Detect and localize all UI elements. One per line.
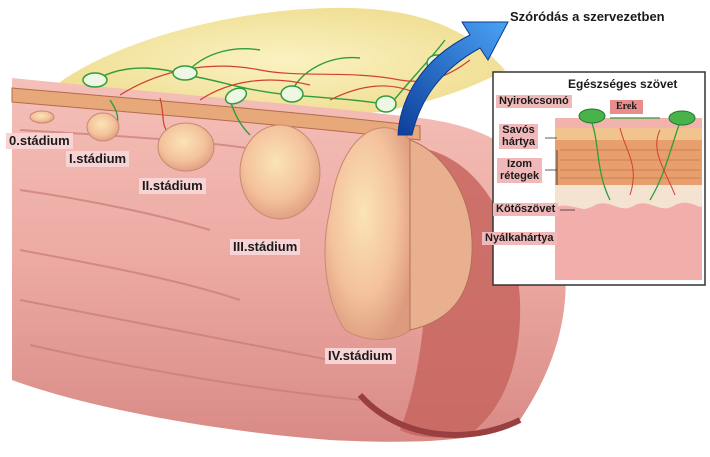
stage-3-label: III.stádium [230, 239, 300, 255]
tumor-stage-2 [158, 123, 214, 171]
muscle-line-1: Izom [507, 158, 532, 170]
vessels-label: Erek [610, 100, 643, 114]
muscle-line-2: rétegek [500, 170, 539, 182]
stage-4-label: IV.stádium [325, 348, 396, 364]
inset-title: Egészséges szövet [568, 78, 677, 90]
mucosa-label: Nyálkahártya [482, 232, 557, 245]
muscle-label: Izom rétegek [497, 158, 542, 183]
serosa-line-1: Savós [502, 124, 534, 136]
tumor-stage-3 [240, 125, 320, 219]
stage-2-label: II.stádium [139, 178, 206, 194]
serosa-label: Savós hártya [499, 124, 538, 149]
lymph-node-label: Nyirokcsomó [496, 95, 572, 108]
spread-label: Szóródás a szervezetben [510, 10, 665, 23]
tumor-stage-0 [30, 111, 54, 123]
connective-tissue-label: Kötőszövet [493, 203, 558, 216]
serosa-line-2: hártya [502, 136, 535, 148]
tumor-stage-1 [87, 113, 119, 141]
stage-0-label: 0.stádium [6, 133, 73, 149]
stage-1-label: I.stádium [66, 151, 129, 167]
